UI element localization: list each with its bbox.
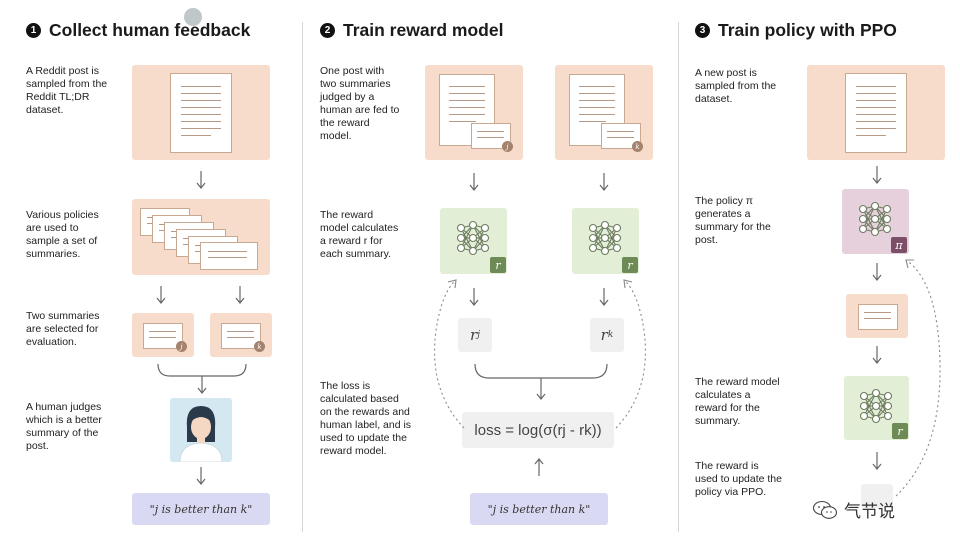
watermark: 气节说: [812, 497, 895, 522]
reward-model-card: r: [844, 376, 909, 440]
down-arrow-icon: [468, 172, 480, 192]
summary-k-badge: k: [254, 341, 265, 352]
col3-step1-text: A new post is sampled from the dataset.: [695, 67, 777, 105]
reward-model-j-card: r: [440, 208, 507, 274]
policy-summaries-card: [132, 199, 270, 275]
column-divider-1: [302, 22, 303, 532]
up-arrow-icon: [533, 457, 545, 477]
summary-j-badge: j: [176, 341, 187, 352]
merge-bracket: [474, 363, 608, 400]
col1-step2-text: Various policies are used to sample a se…: [26, 209, 99, 260]
step-number-badge: 3: [695, 23, 710, 38]
neural-network-icon: [453, 218, 493, 258]
document-icon: [845, 73, 907, 153]
col3-step3-text: The reward model calculates a reward for…: [695, 376, 780, 427]
reward-r-symbol: r: [470, 326, 478, 344]
wechat-icon: [812, 500, 838, 519]
summary-doc-icon: [858, 304, 898, 330]
col3-step2-text: The policy π generates a summary for the…: [695, 195, 771, 246]
down-arrow-icon: [195, 466, 207, 486]
policy-pi-badge: π: [891, 237, 907, 253]
section-title-collect: 1 Collect human feedback: [26, 20, 250, 41]
loss-formula-box: loss = log(σ(rj - rk)): [462, 412, 614, 448]
col1-step1-text: A Reddit post is sampled from the Reddit…: [26, 65, 108, 116]
col3-step4-text: The reward is used to update the policy …: [695, 460, 782, 498]
section-title-text: Collect human feedback: [49, 20, 251, 40]
reward-output-box: [861, 484, 893, 508]
summary-k-card: k: [210, 313, 272, 357]
reward-model-badge: r: [490, 257, 506, 273]
col2-step1-text: One post with two summaries judged by a …: [320, 65, 400, 142]
column-divider-2: [678, 22, 679, 532]
section-title-text: Train reward model: [343, 20, 504, 40]
watermark-text: 气节说: [844, 502, 895, 521]
generated-summary-card: [846, 294, 908, 338]
reward-model-badge: r: [622, 257, 638, 273]
reward-model-badge: r: [892, 423, 908, 439]
post-with-summary-j-card: j: [425, 65, 523, 160]
reward-r-symbol: r: [600, 326, 608, 344]
merge-bracket: [157, 363, 247, 394]
summary-doc-icon: [143, 323, 183, 349]
col2-step2-text: The reward model calculates a reward r f…: [320, 209, 399, 260]
summary-j-card: j: [132, 313, 194, 357]
down-arrow-icon: [871, 165, 883, 185]
document-icon: [439, 74, 495, 146]
col1-step4-text: A human judges which is a better summary…: [26, 401, 102, 452]
step-number-badge: 1: [26, 23, 41, 38]
summary-k-badge: k: [632, 141, 643, 152]
new-post-card: [807, 65, 945, 160]
document-icon: [170, 73, 232, 153]
neural-network-icon: [585, 218, 625, 258]
summary-doc-icon: [200, 242, 258, 270]
reddit-post-card: [132, 65, 270, 160]
human-labeler-card: [170, 398, 232, 462]
section-title-reward: 2 Train reward model: [320, 20, 503, 41]
section-title-ppo: 3 Train policy with PPO: [695, 20, 897, 41]
section-title-text: Train policy with PPO: [718, 20, 897, 40]
reward-model-k-card: r: [572, 208, 639, 274]
step-number-badge: 2: [320, 23, 335, 38]
cursor-dot: [184, 8, 202, 26]
down-arrow-icon: [871, 262, 883, 282]
col1-judgment-label: "j is better than k": [132, 493, 270, 525]
policy-card: π: [842, 189, 909, 254]
col2-judgment-label: "j is better than k": [470, 493, 608, 525]
person-icon: [179, 406, 223, 462]
down-arrow-icon: [871, 345, 883, 365]
summary-j-badge: j: [502, 141, 513, 152]
down-arrow-icon: [234, 285, 246, 305]
col1-step3-text: Two summaries are selected for evaluatio…: [26, 310, 100, 348]
down-arrow-icon: [195, 170, 207, 190]
down-arrow-icon: [155, 285, 167, 305]
neural-network-icon: [855, 199, 895, 239]
down-arrow-icon: [598, 172, 610, 192]
reward-k-subscript: k: [607, 330, 614, 340]
post-with-summary-k-card: k: [555, 65, 653, 160]
feedback-loop-curves: [433, 279, 647, 429]
reward-j-subscript: j: [477, 330, 480, 340]
down-arrow-icon: [871, 451, 883, 471]
ppo-feedback-curve: [895, 259, 941, 497]
col2-step3-text: The loss is calculated based on the rewa…: [320, 380, 412, 457]
